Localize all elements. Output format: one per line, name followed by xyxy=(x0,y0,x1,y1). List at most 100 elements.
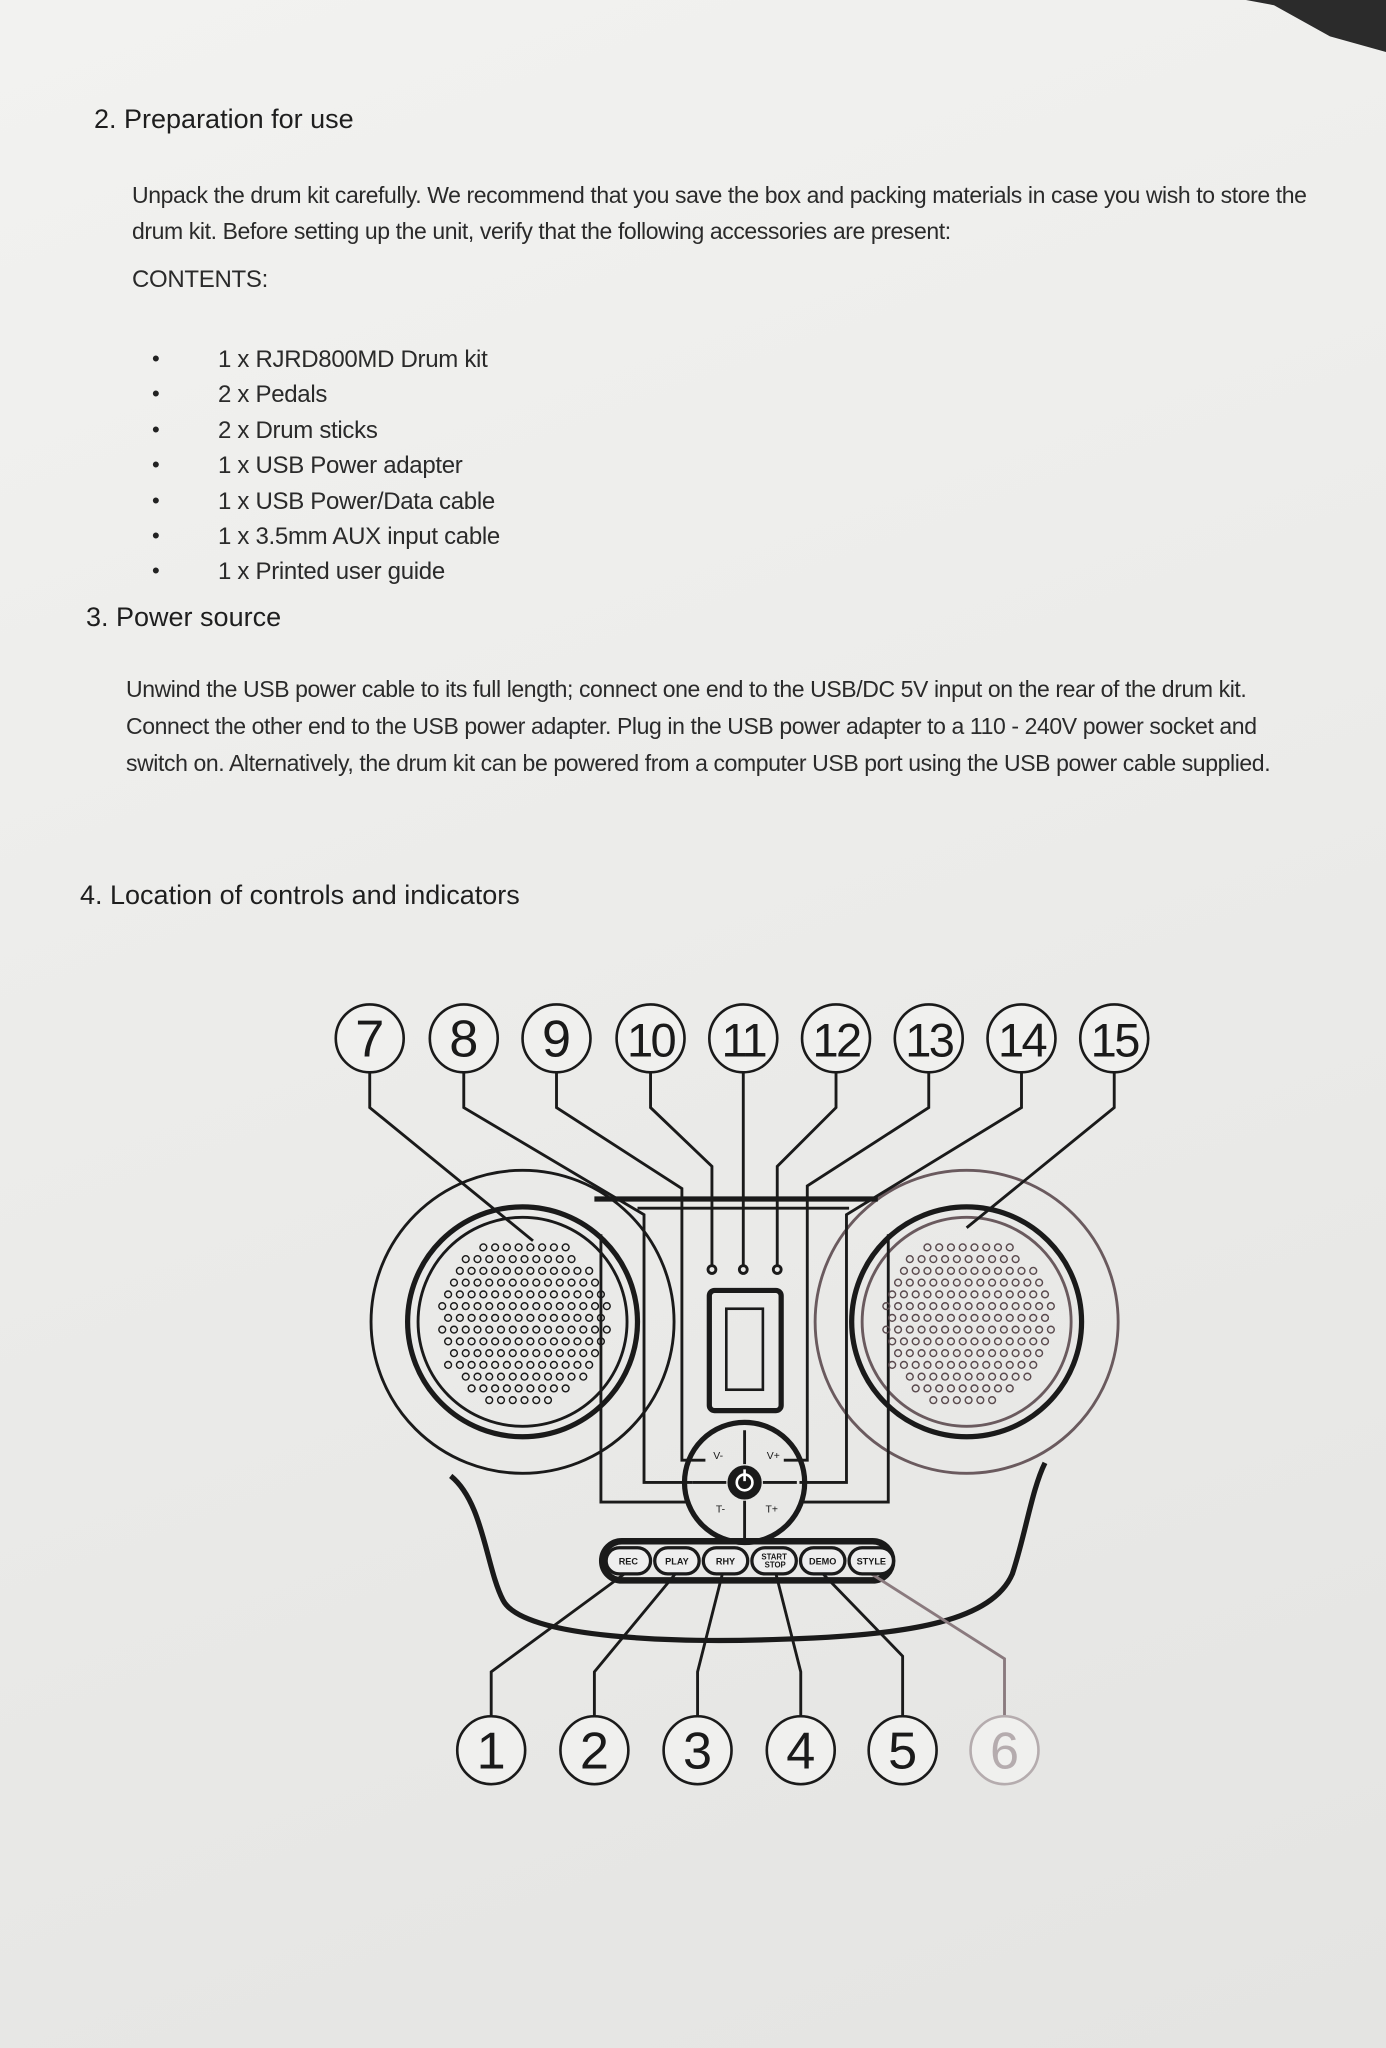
speaker-grill-hole xyxy=(467,1290,476,1299)
speaker-grill-hole xyxy=(491,1337,500,1346)
speaker-grill-hole xyxy=(532,1325,541,1334)
section-heading-controls: 4. Location of controls and indicators xyxy=(80,880,520,910)
speaker-grill-hole xyxy=(1046,1302,1055,1311)
speaker-grill-hole xyxy=(987,1349,997,1358)
speaker-grill-hole xyxy=(543,1325,553,1334)
speaker-grill-hole xyxy=(502,1290,511,1299)
speaker-grill-hole xyxy=(461,1278,470,1287)
button-style xyxy=(847,1546,896,1576)
speaker-grill-hole xyxy=(555,1325,564,1334)
speaker-grill-hole xyxy=(502,1243,511,1252)
speaker-grill-hole xyxy=(473,1349,482,1358)
speaker-grill-hole xyxy=(952,1278,961,1287)
speaker-grill-hole xyxy=(1005,1337,1014,1346)
speaker-grill-hole xyxy=(485,1349,494,1358)
speaker-grill-hole xyxy=(508,1254,517,1264)
speaker-grill-hole xyxy=(1017,1360,1026,1370)
speaker-grill-hole xyxy=(964,1325,973,1334)
speaker-grill-hole xyxy=(555,1372,564,1381)
callout-circle-6 xyxy=(969,1714,1040,1786)
speaker-grill-hole xyxy=(496,1396,506,1405)
speaker-grill-hole xyxy=(479,1337,488,1346)
callout-number: 4 xyxy=(786,1722,815,1780)
callout-number: 12 xyxy=(812,1014,860,1067)
speaker-grill-hole xyxy=(987,1278,997,1287)
left-speaker-outer xyxy=(369,1168,676,1475)
speaker-grill-hole xyxy=(479,1290,488,1299)
volume-up-label: V+ xyxy=(767,1451,780,1462)
callout-circle-1 xyxy=(455,1714,527,1786)
callout-circle-4 xyxy=(765,1714,837,1786)
speaker-grill-hole xyxy=(467,1337,476,1346)
speaker-grill-hole xyxy=(549,1313,559,1322)
callout-number: 2 xyxy=(580,1722,609,1780)
speaker-grill-hole xyxy=(1023,1278,1032,1287)
speaker-grill-hole xyxy=(911,1360,920,1370)
speaker-grill-hole xyxy=(508,1349,517,1358)
callout-circle-2 xyxy=(559,1714,630,1786)
bullet-icon: • xyxy=(152,487,160,513)
contents-item: 1 x RJRD800MD Drum kit xyxy=(218,346,488,373)
speaker-grill-hole xyxy=(555,1278,564,1287)
contents-item: 2 x Drum sticks xyxy=(218,416,378,444)
speaker-grill-hole xyxy=(573,1290,582,1299)
speaker-grill-hole xyxy=(538,1266,547,1275)
speaker-grill-hole xyxy=(461,1349,470,1358)
display-window xyxy=(706,1287,784,1414)
bullet-icon: • xyxy=(152,346,160,371)
speaker-grill-hole xyxy=(929,1254,938,1264)
speaker-grill-hole xyxy=(520,1278,529,1287)
speaker-grill-hole xyxy=(970,1290,979,1299)
speaker-grill-hole xyxy=(964,1349,973,1358)
speaker-grill-hole xyxy=(1035,1349,1044,1358)
speaker-grill-hole xyxy=(561,1290,570,1299)
speaker-grill-hole xyxy=(970,1337,979,1346)
speaker-grill-hole xyxy=(1017,1266,1026,1275)
bullet-icon: • xyxy=(152,558,160,584)
speaker-grill-hole xyxy=(982,1384,991,1393)
speaker-grill-hole xyxy=(543,1278,553,1287)
speaker-grill-hole xyxy=(485,1372,494,1381)
speaker-grill-hole xyxy=(976,1302,985,1311)
button-demo xyxy=(798,1546,847,1576)
speaker-grill-hole xyxy=(1023,1302,1032,1311)
speaker-grill-hole xyxy=(585,1290,594,1299)
speaker-grill-hole xyxy=(987,1302,997,1311)
bullet-icon: • xyxy=(152,381,160,407)
speaker-grill-hole xyxy=(461,1372,470,1381)
callout-circle-15 xyxy=(1078,1003,1150,1074)
speaker-grill-hole xyxy=(940,1302,950,1311)
speaker-grill-hole xyxy=(1023,1325,1032,1334)
speaker-grill-hole xyxy=(946,1243,956,1252)
speaker-grill-hole xyxy=(899,1266,909,1275)
speaker-grill-hole xyxy=(502,1360,511,1370)
speaker-grill-hole xyxy=(935,1266,944,1275)
callout-circle-11 xyxy=(708,1003,779,1074)
speaker-grill-hole xyxy=(496,1325,506,1334)
speaker-grill-hole xyxy=(935,1290,944,1299)
callout-number: 15 xyxy=(1091,1014,1140,1067)
speaker-grill-hole xyxy=(982,1266,991,1275)
speaker-grill-hole xyxy=(1035,1278,1044,1287)
speaker-grill-hole xyxy=(567,1349,576,1358)
speaker-grill-hole xyxy=(573,1313,582,1322)
speaker-grill-hole xyxy=(929,1278,938,1287)
button-start-stop xyxy=(750,1546,798,1576)
speaker-grill-hole xyxy=(993,1337,1003,1346)
speaker-grill-hole xyxy=(905,1349,914,1358)
speaker-grill-hole xyxy=(958,1290,967,1299)
speaker-grill-hole xyxy=(935,1384,944,1393)
speaker-grill-hole xyxy=(485,1278,494,1287)
speaker-grill-hole xyxy=(479,1360,488,1370)
speaker-grill-hole xyxy=(443,1360,453,1370)
speaker-grill-hole xyxy=(479,1243,488,1252)
speaker-grill-hole xyxy=(538,1337,547,1346)
button-rhy xyxy=(701,1546,750,1576)
speaker-grill-hole xyxy=(940,1278,950,1287)
speaker-grill-hole xyxy=(905,1278,914,1287)
speaker-grill-hole xyxy=(532,1254,541,1264)
speaker-grill-hole xyxy=(561,1360,570,1370)
speaker-grill-hole xyxy=(479,1266,488,1275)
speaker-grill-hole xyxy=(952,1254,961,1264)
speaker-grill-hole xyxy=(520,1372,529,1381)
